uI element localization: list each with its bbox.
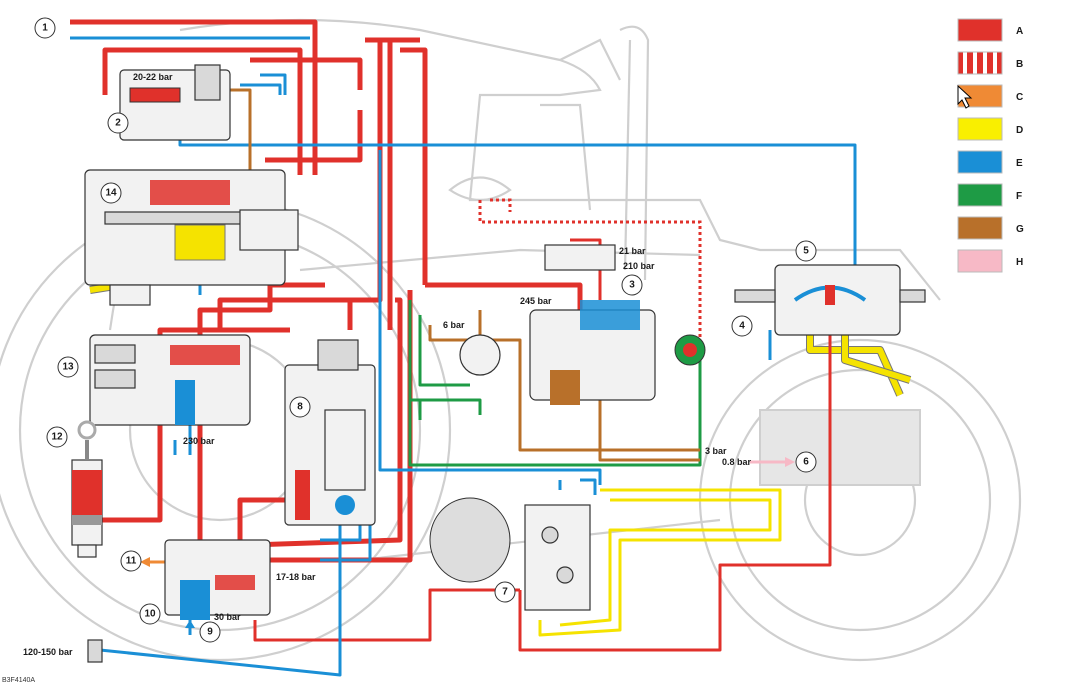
callout-9: 9 <box>199 621 221 643</box>
svg-text:4: 4 <box>739 321 745 332</box>
legend-swatch-b <box>957 51 1003 75</box>
callouts: 1 2 3 4 5 6 7 8 9 10 11 12 13 14 <box>34 17 817 643</box>
green-lines <box>408 300 702 467</box>
label-30-bar: 30 bar <box>214 612 241 622</box>
label-3-bar: 3 bar <box>705 446 727 456</box>
callout-10: 10 <box>139 603 161 625</box>
component-9-10-11-valve <box>164 539 271 628</box>
label-20-22-bar: 20-22 bar <box>133 72 173 82</box>
legend-swatch-e <box>957 150 1003 174</box>
svg-text:1: 1 <box>42 23 48 34</box>
callout-2: 2 <box>107 112 129 134</box>
legend-label-g: G <box>1016 224 1024 235</box>
coupling-120-150 <box>87 639 103 663</box>
callout-12: 12 <box>46 426 68 448</box>
svg-text:3: 3 <box>629 280 635 291</box>
svg-text:11: 11 <box>126 556 137 567</box>
svg-text:10: 10 <box>144 609 156 620</box>
label-17-18-bar: 17-18 bar <box>276 572 316 582</box>
callout-3: 3 <box>621 274 643 296</box>
component-14-block <box>84 169 299 306</box>
component-8-valve <box>284 339 376 526</box>
callout-13: 13 <box>57 356 79 378</box>
svg-text:5: 5 <box>803 246 809 257</box>
callout-4: 4 <box>731 315 753 337</box>
callout-7: 7 <box>494 581 516 603</box>
legend-label-a: A <box>1016 26 1023 37</box>
legend-swatch-d <box>957 117 1003 141</box>
mouse-pointer-icon <box>957 84 973 109</box>
component-6-7-pump-sump <box>429 334 591 611</box>
svg-text:14: 14 <box>105 188 117 199</box>
label-6-bar: 6 bar <box>443 320 465 330</box>
label-245-bar: 245 bar <box>520 296 552 306</box>
striped-pilot-line <box>478 198 702 340</box>
callout-6: 6 <box>795 451 817 473</box>
label-0-8-bar: 0.8 bar <box>722 457 752 467</box>
svg-text:9: 9 <box>207 627 213 638</box>
callout-8: 8 <box>289 396 311 418</box>
callout-5: 5 <box>795 240 817 262</box>
legend-label-e: E <box>1016 158 1023 169</box>
component-3-pump <box>529 244 706 405</box>
legend-swatch-a <box>957 18 1003 42</box>
legend-label-d: D <box>1016 125 1023 136</box>
callout-14: 14 <box>100 182 122 204</box>
label-210-bar: 210 bar <box>623 261 655 271</box>
svg-text:7: 7 <box>502 587 508 598</box>
svg-text:12: 12 <box>51 432 63 443</box>
svg-text:6: 6 <box>803 457 809 468</box>
callout-1: 1 <box>34 17 56 39</box>
label-230-bar: 230 bar <box>183 436 215 446</box>
legend-swatch-g <box>957 216 1003 240</box>
figure-code: B3F4140A <box>2 677 35 684</box>
label-120-150-bar: 120-150 bar <box>23 647 73 657</box>
component-12-cylinder <box>71 420 103 558</box>
legend-label-c: C <box>1016 92 1023 103</box>
label-21-bar: 21 bar <box>619 246 646 256</box>
legend-swatch-h <box>957 249 1003 273</box>
component-13-block <box>89 334 251 426</box>
legend-swatch-f <box>957 183 1003 207</box>
legend-label-h: H <box>1016 257 1023 268</box>
legend-label-b: B <box>1016 59 1023 70</box>
svg-text:13: 13 <box>62 362 74 373</box>
component-5-cylinder <box>734 264 926 336</box>
legend: A B C D E F G H <box>957 18 1024 273</box>
legend-label-f: F <box>1016 191 1022 202</box>
callout-11: 11 <box>120 550 142 572</box>
svg-text:8: 8 <box>297 402 303 413</box>
svg-text:2: 2 <box>115 118 121 129</box>
pressure-labels: 20-22 bar 21 bar 210 bar 245 bar 6 bar 2… <box>23 72 752 657</box>
component-2-valve <box>119 64 231 141</box>
